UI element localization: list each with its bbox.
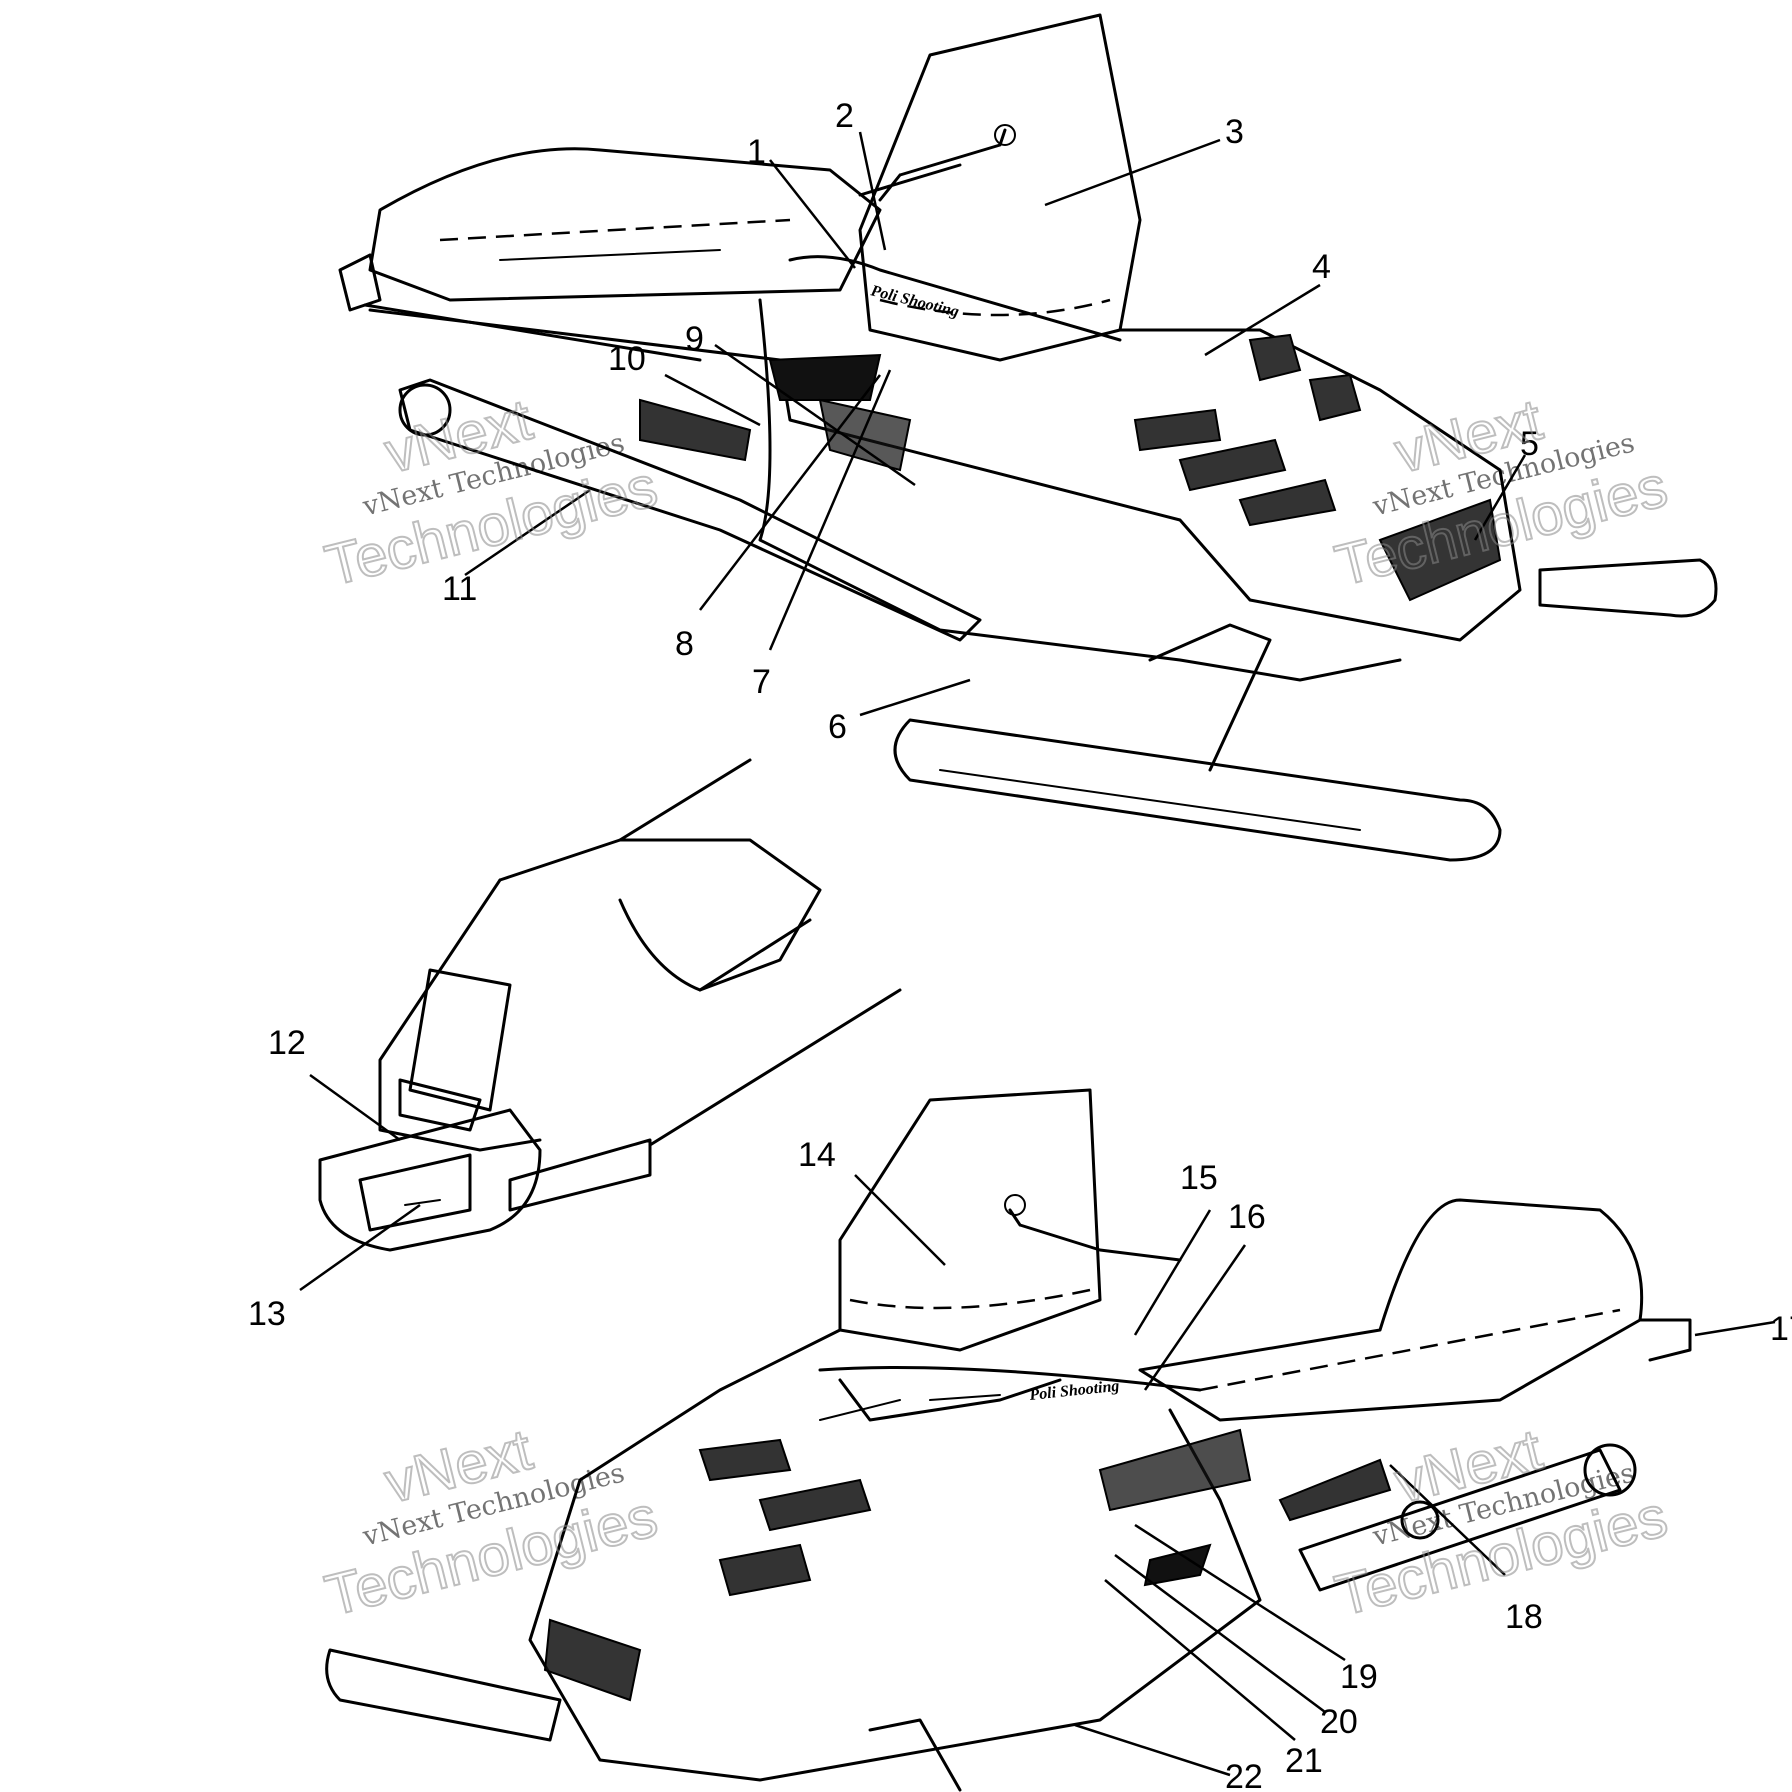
callout-6: 6 bbox=[828, 708, 847, 746]
watermark-top-left: vNext vNext Technologies Technologies bbox=[318, 386, 664, 600]
callout-8: 8 bbox=[675, 625, 694, 663]
bottom-hood-decal: Poli Shooting bbox=[1028, 1378, 1121, 1404]
callout-11: 11 bbox=[442, 570, 477, 608]
callout-19: 19 bbox=[1340, 1658, 1378, 1696]
callout-21: 21 bbox=[1285, 1742, 1323, 1780]
callout-14: 14 bbox=[798, 1136, 836, 1174]
callout-22: 22 bbox=[1225, 1758, 1263, 1792]
callout-2: 2 bbox=[835, 97, 854, 135]
snowmobile-rear-view bbox=[318, 758, 902, 1252]
callout-20: 20 bbox=[1320, 1703, 1358, 1741]
snowmobile-bottom-view: Poli Shooting bbox=[325, 1088, 1692, 1792]
callout-17: 17 bbox=[1770, 1310, 1792, 1348]
callout-18: 18 bbox=[1505, 1598, 1543, 1636]
callout-10: 10 bbox=[608, 340, 646, 378]
callout-3: 3 bbox=[1225, 113, 1244, 151]
callout-16: 16 bbox=[1228, 1198, 1266, 1236]
callout-15: 15 bbox=[1180, 1159, 1218, 1197]
callout-7: 7 bbox=[752, 663, 771, 701]
snowmobile-top-view: Poli Shooting bbox=[338, 13, 1718, 862]
callout-9: 9 bbox=[685, 320, 704, 358]
watermark-bottom-left: vNext vNext Technologies Technologies bbox=[318, 1416, 664, 1630]
callout-5: 5 bbox=[1520, 425, 1539, 463]
callout-4: 4 bbox=[1312, 248, 1331, 286]
callout-12: 12 bbox=[268, 1024, 306, 1062]
callout-1: 1 bbox=[747, 133, 766, 171]
callout-13: 13 bbox=[248, 1295, 286, 1333]
leader-lines bbox=[299, 131, 1776, 1777]
watermark-bottom-right: vNext vNext Technologies Technologies bbox=[1328, 1416, 1674, 1630]
callout-numbers: 1 2 3 4 5 6 7 8 9 10 11 12 13 14 15 16 1… bbox=[248, 97, 1792, 1792]
